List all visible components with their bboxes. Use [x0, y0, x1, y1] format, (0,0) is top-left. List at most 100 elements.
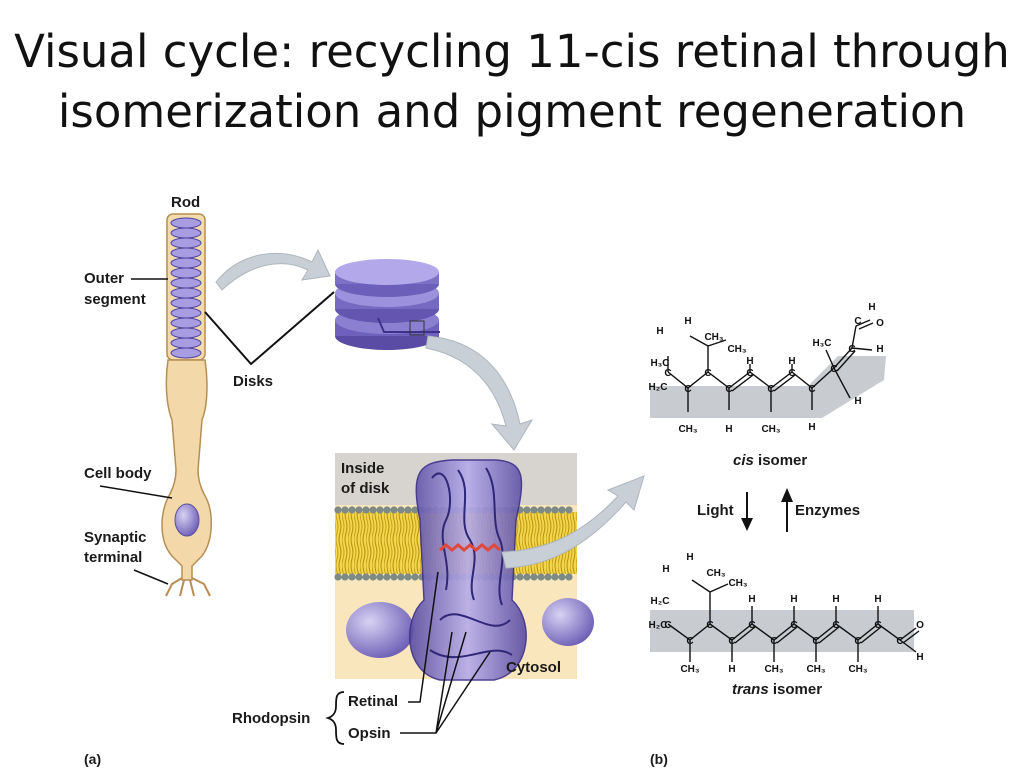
lipid-head — [565, 573, 573, 581]
bond — [689, 335, 709, 347]
inner-segment — [161, 359, 212, 581]
methyl-group: CH₃ — [727, 344, 746, 355]
methylene-group: H₂C — [649, 382, 668, 393]
lipid-head — [383, 506, 391, 514]
hydrogen-atom: H — [748, 594, 755, 605]
bond — [691, 579, 711, 593]
double-bond — [731, 374, 754, 392]
lipid-head — [544, 573, 552, 581]
lipid-head — [397, 573, 405, 581]
carbon-atom: C — [684, 384, 691, 395]
lipid-head — [348, 573, 356, 581]
methyl-group: CH₃ — [706, 568, 725, 579]
carbon-atom: C — [725, 384, 732, 395]
double-bond — [773, 374, 796, 392]
carbon-atom: C — [896, 636, 903, 647]
bond — [833, 347, 853, 369]
rhodopsin-label: Rhodopsin — [232, 710, 310, 727]
lipid-head — [523, 506, 531, 514]
oxygen-atom: O — [876, 318, 884, 329]
bond — [749, 371, 772, 389]
bond — [851, 347, 873, 351]
cis-band — [650, 356, 886, 418]
methylene-group: H₂C — [651, 596, 670, 607]
carbon-atom: C — [830, 364, 837, 375]
methyl-group: CH₃ — [806, 664, 825, 675]
zoom-box — [409, 320, 425, 336]
disk-stack-enlarged — [335, 259, 440, 350]
isomerization-arrows: Light Enzymes — [697, 488, 860, 532]
lipid-head — [544, 506, 552, 514]
hydrogen-atom: H — [832, 594, 839, 605]
carbon-atom: C — [746, 368, 753, 379]
carbon-atom: C — [706, 620, 713, 631]
rod-label: Rod — [171, 194, 200, 211]
lipid-head — [334, 506, 342, 514]
methyl-group: CH₃ — [704, 332, 723, 343]
carbon-atom: C — [767, 384, 774, 395]
carbon-atom: C — [664, 620, 671, 631]
enzymes-label: Enzymes — [795, 502, 860, 519]
carbon-atom: C — [728, 636, 735, 647]
bond — [731, 623, 753, 641]
disks-label: Disks — [233, 373, 273, 390]
hydrogen-atom: H — [788, 356, 795, 367]
bond — [877, 623, 901, 641]
panel-a-label: (a) — [84, 751, 101, 767]
hydrogen-atom: H — [874, 594, 881, 605]
carbon-atom: C — [874, 620, 881, 631]
rhodopsin-legend: Rhodopsin Retinal Opsin (a) — [84, 571, 491, 767]
carbon-atom: C — [788, 368, 795, 379]
lipid-head — [376, 573, 384, 581]
carbon-atom: C — [704, 368, 711, 379]
methylene-group: H₂C — [649, 620, 668, 631]
cell-body-label: Cell body — [84, 465, 152, 482]
methyl-group: H₃C — [650, 358, 669, 369]
hydrogen-atom: H — [916, 652, 923, 663]
synaptic-label-2: terminal — [84, 549, 142, 566]
title-line-1: Visual cycle: recycling 11-cis retinal t… — [14, 25, 1010, 78]
nucleus — [174, 503, 200, 537]
synaptic-terminal — [165, 577, 211, 597]
opsin-label: Opsin — [348, 725, 391, 742]
methyl-group: CH₃ — [678, 424, 697, 435]
carbon-atom: C — [848, 344, 855, 355]
rod-disk — [170, 307, 202, 319]
retinal-label: Retinal — [348, 693, 398, 710]
cis-rest: isomer — [754, 452, 808, 469]
rod-disk — [170, 217, 202, 229]
retinal-chromophore — [439, 543, 501, 552]
cis-skeleton — [667, 319, 874, 412]
lipid-head — [390, 573, 398, 581]
rod-disk — [170, 277, 202, 289]
lipid-head — [411, 573, 419, 581]
bond — [687, 371, 709, 389]
carbon-atom: C — [790, 620, 797, 631]
hydrogen-atom: H — [662, 564, 669, 575]
double-bond — [734, 626, 756, 644]
panel-b-label: (b) — [650, 751, 668, 767]
hydrogen-atom: H — [725, 424, 732, 435]
bond — [667, 623, 691, 641]
slide-title: Visual cycle: recycling 11-cis retinal t… — [0, 22, 1024, 142]
bond — [811, 367, 835, 389]
rod-disk — [170, 237, 202, 249]
trans-rest: isomer — [769, 681, 823, 698]
hydrogen-atom: H — [790, 594, 797, 605]
outer-segment-label-1: Outer — [84, 270, 124, 287]
arrow-to-membrane — [425, 335, 534, 451]
lipid-head — [341, 506, 349, 514]
carbon-atom: C — [770, 636, 777, 647]
methyl-group: CH₃ — [848, 664, 867, 675]
bond — [709, 623, 733, 641]
synaptic-leader — [133, 569, 169, 585]
lipid-head — [348, 506, 356, 514]
lipid-head — [362, 506, 370, 514]
methyl-group: H₃C — [812, 338, 831, 349]
disks-leader — [204, 291, 335, 366]
methyl-group: CH₃ — [728, 578, 747, 589]
